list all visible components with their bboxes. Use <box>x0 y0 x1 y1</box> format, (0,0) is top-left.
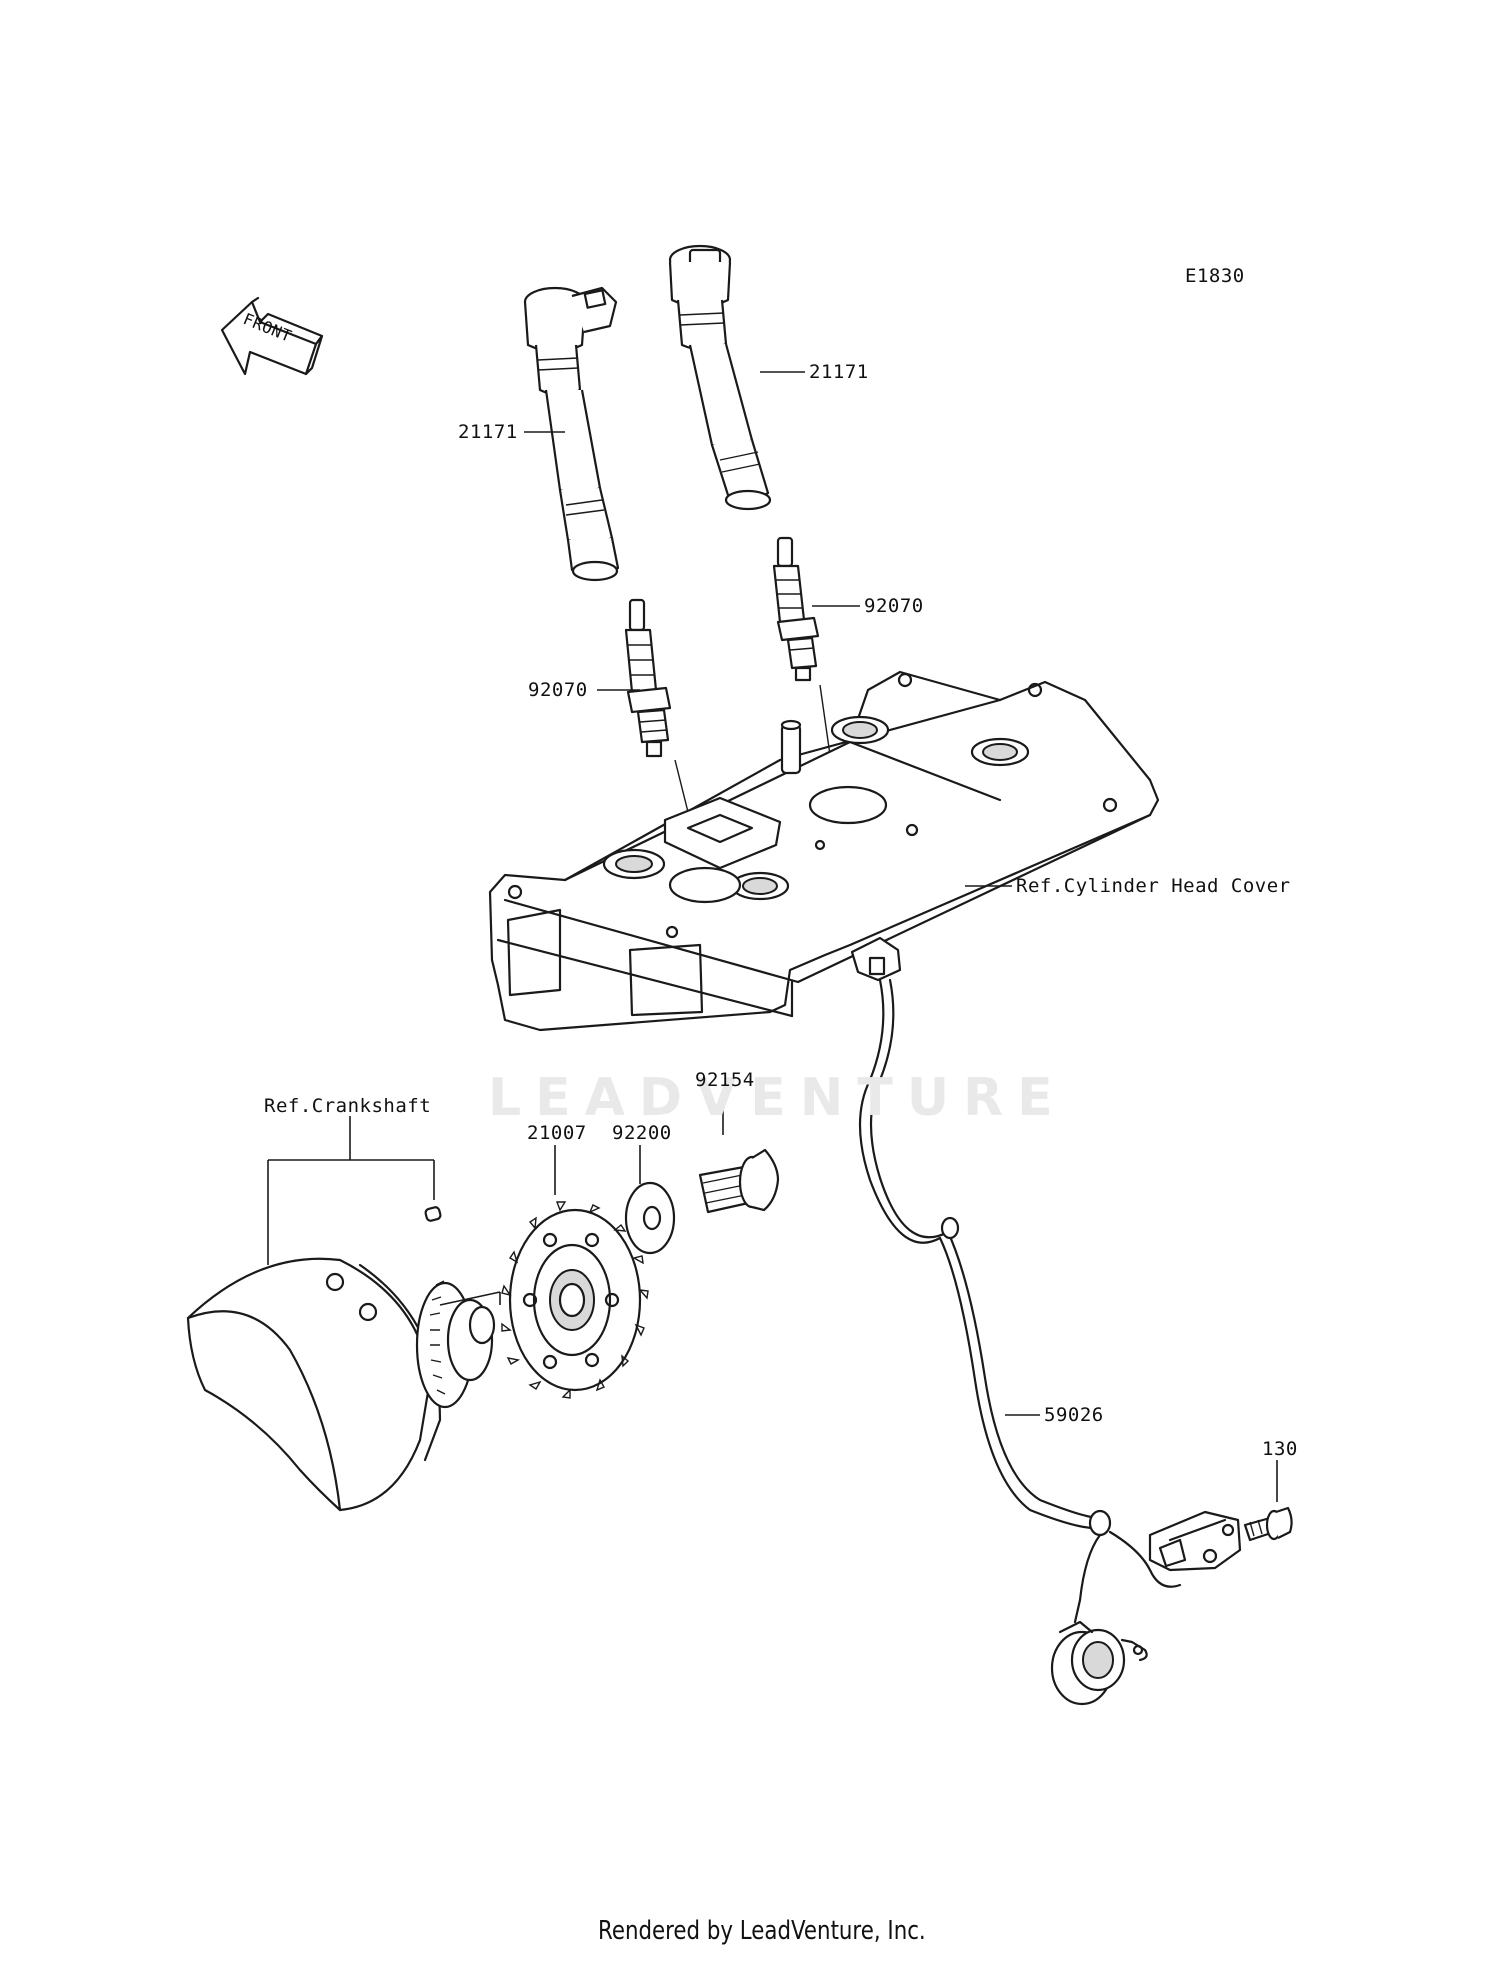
label-59026[interactable]: 59026 <box>1044 1404 1104 1426</box>
grommet <box>1050 1620 1148 1706</box>
crank-position-sensor[interactable] <box>1148 1510 1242 1572</box>
label-21171-right[interactable]: 21171 <box>809 361 869 383</box>
label-cylinder-head-cover[interactable]: Ref.Cylinder Head Cover <box>1016 875 1291 897</box>
front-arrow-icon <box>220 296 324 376</box>
label-92200[interactable]: 92200 <box>612 1122 672 1144</box>
ignition-coil-left[interactable] <box>523 286 620 582</box>
leader-lines <box>267 371 1278 1502</box>
label-92070-right[interactable]: 92070 <box>864 595 924 617</box>
washer[interactable] <box>624 1181 676 1255</box>
label-21171-left[interactable]: 21171 <box>458 421 518 443</box>
label-crankshaft[interactable]: Ref.Crankshaft <box>264 1095 432 1117</box>
timing-rotor[interactable] <box>501 1201 649 1399</box>
footer-credit: Rendered by LeadVenture, Inc. <box>598 1916 926 1946</box>
crankshaft-sensor-lead[interactable] <box>850 936 1242 1706</box>
crank-gear <box>415 1281 496 1409</box>
spark-plug-left[interactable] <box>624 598 672 758</box>
label-92154[interactable]: 92154 <box>695 1069 755 1091</box>
cylinder-head-cover[interactable] <box>488 670 1160 1032</box>
watermark: LEADVENTURE <box>488 1068 1067 1128</box>
ignition-coil-right[interactable] <box>668 244 772 511</box>
bolt[interactable] <box>698 1148 780 1214</box>
label-92070-left[interactable]: 92070 <box>528 679 588 701</box>
sensor-bolt[interactable] <box>1243 1506 1293 1542</box>
label-21007[interactable]: 21007 <box>527 1122 587 1144</box>
diagram-code: E1830 <box>1185 265 1245 287</box>
crankshaft <box>186 1206 496 1512</box>
label-130[interactable]: 130 <box>1262 1438 1298 1460</box>
spark-plug-right[interactable] <box>772 536 820 682</box>
